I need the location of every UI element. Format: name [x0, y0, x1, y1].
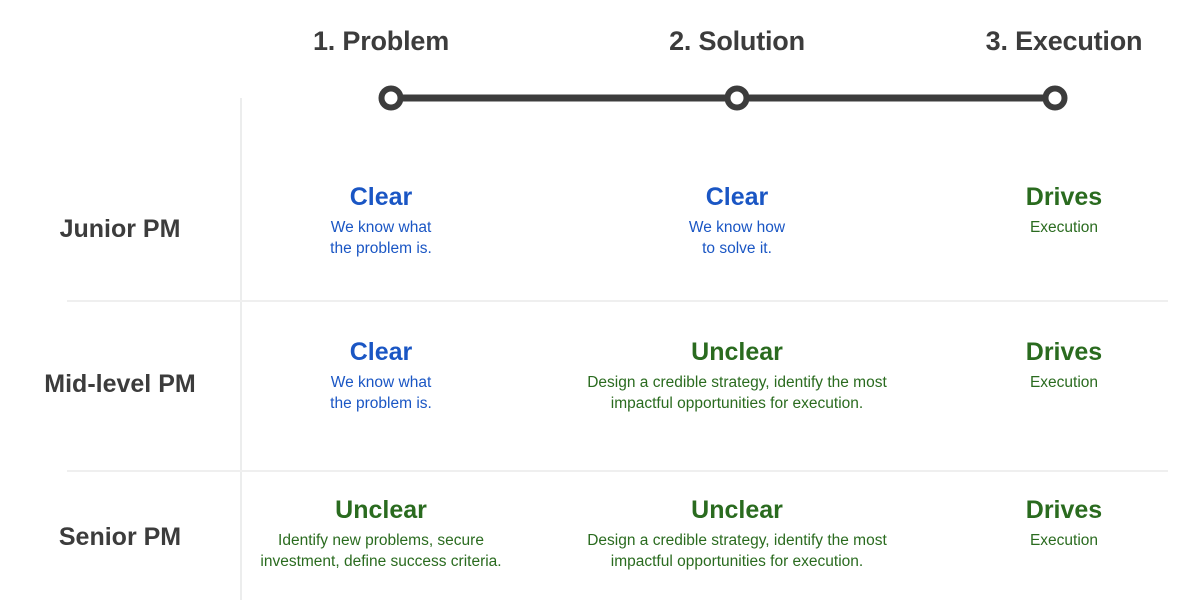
- phase-label-problem: 1. Problem: [312, 26, 450, 56]
- phase-header-row: 1. Problem 2. Solution 3. Execution: [0, 0, 1200, 70]
- cell-junior-execution: Drives Execution: [1026, 183, 1102, 238]
- row-divider-mid-senior: [67, 470, 1168, 472]
- cell-detail-line: Execution: [1029, 373, 1099, 391]
- cell-detail-line: impactful opportunities for execution.: [610, 394, 864, 412]
- cell-detail-line: Execution: [1029, 218, 1099, 236]
- cell-junior-solution: Clear We know how to solve it.: [689, 183, 785, 259]
- cell-detail-line: Execution: [1029, 531, 1099, 549]
- cell-detail: We know what the problem is.: [330, 372, 432, 414]
- cell-detail-line: We know how: [688, 218, 786, 236]
- cell-senior-solution: Unclear Design a credible strategy, iden…: [587, 496, 887, 572]
- timeline-node-problem: [378, 85, 404, 111]
- cell-verdict: Clear: [349, 338, 413, 366]
- cell-detail-line: Design a credible strategy, identify the…: [587, 531, 887, 549]
- cell-detail: Design a credible strategy, identify the…: [587, 530, 887, 572]
- cell-senior-problem: Unclear Identify new problems, secure in…: [260, 496, 501, 572]
- timeline-node-execution: [1042, 85, 1068, 111]
- cell-detail: Design a credible strategy, identify the…: [587, 372, 887, 414]
- cell-detail-line: impactful opportunities for execution.: [610, 552, 864, 570]
- cell-detail: Execution: [1026, 530, 1102, 551]
- row-divider-junior-mid: [67, 300, 1168, 302]
- cell-detail-line: investment, define success criteria.: [260, 552, 502, 570]
- table-row: Junior PM Clear We know what the problem…: [0, 155, 1200, 300]
- cell-detail-line: the problem is.: [330, 239, 432, 257]
- cell-detail-line: We know what: [330, 218, 432, 236]
- cell-junior-problem: Clear We know what the problem is.: [330, 183, 432, 259]
- cell-detail: We know what the problem is.: [330, 217, 432, 259]
- cell-verdict: Unclear: [691, 496, 783, 524]
- cell-verdict: Drives: [1025, 496, 1103, 524]
- cell-detail-line: the problem is.: [330, 394, 432, 412]
- cell-detail: Execution: [1026, 217, 1102, 238]
- row-label-senior-pm: Senior PM: [58, 523, 182, 551]
- cell-detail-line: We know what: [330, 373, 432, 391]
- cell-mid-problem: Clear We know what the problem is.: [330, 338, 432, 414]
- cell-verdict: Clear: [349, 183, 413, 211]
- timeline-node-solution: [724, 85, 750, 111]
- cell-detail-line: to solve it.: [702, 239, 772, 257]
- cell-mid-execution: Drives Execution: [1026, 338, 1102, 393]
- cell-senior-execution: Drives Execution: [1026, 496, 1102, 551]
- cell-verdict: Unclear: [691, 338, 783, 366]
- cell-verdict: Clear: [705, 183, 769, 211]
- cell-detail: Identify new problems, secure investment…: [260, 530, 501, 572]
- phase-label-solution: 2. Solution: [669, 26, 805, 56]
- cell-detail: Execution: [1026, 372, 1102, 393]
- cell-verdict: Drives: [1025, 338, 1103, 366]
- row-label-mid-level-pm: Mid-level PM: [44, 370, 196, 398]
- table-row: Mid-level PM Clear We know what the prob…: [0, 310, 1200, 470]
- cell-detail-line: Design a credible strategy, identify the…: [587, 373, 887, 391]
- phase-label-execution: 3. Execution: [985, 26, 1143, 56]
- row-label-junior-pm: Junior PM: [59, 215, 181, 243]
- table-row: Senior PM Unclear Identify new problems,…: [0, 478, 1200, 600]
- cell-mid-solution: Unclear Design a credible strategy, iden…: [587, 338, 887, 414]
- cell-detail-line: Identify new problems, secure: [278, 531, 484, 549]
- column-divider-vertical: [240, 98, 242, 600]
- cell-detail: We know how to solve it.: [689, 217, 785, 259]
- cell-verdict: Unclear: [335, 496, 427, 524]
- cell-verdict: Drives: [1025, 183, 1103, 211]
